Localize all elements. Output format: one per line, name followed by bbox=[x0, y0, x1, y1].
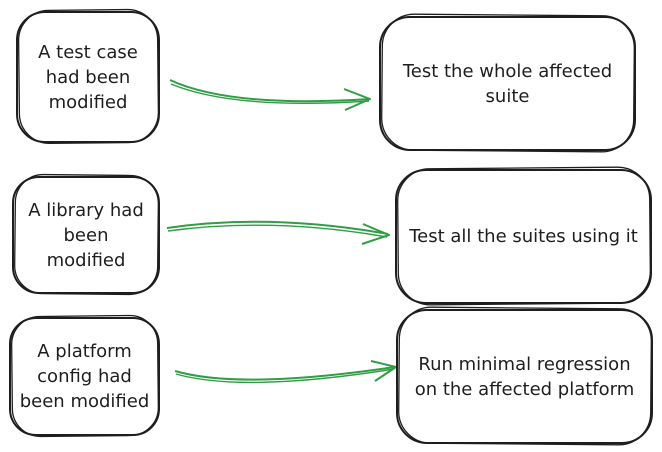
arrow-1 bbox=[169, 79, 371, 111]
action-text-2: Test all the suites using it bbox=[409, 226, 638, 247]
action-box-1 bbox=[379, 13, 636, 153]
arrow-3 bbox=[174, 360, 397, 384]
condition-box-1 bbox=[16, 8, 160, 145]
action-box-3 bbox=[396, 306, 653, 446]
condition-text-2: A library had been modified bbox=[28, 199, 144, 271]
condition-box-2 bbox=[12, 173, 160, 296]
condition-text-3: A platform config had been modified bbox=[19, 341, 150, 412]
condition-box-3 bbox=[9, 314, 160, 438]
action-text-3: Run minimal regression on the affected p… bbox=[414, 353, 635, 400]
action-box-2 bbox=[395, 166, 652, 306]
condition-text-1: A test case had been modified bbox=[38, 41, 138, 113]
arrow-2 bbox=[166, 220, 390, 245]
action-text-1: Test the whole affected suite bbox=[402, 60, 613, 107]
